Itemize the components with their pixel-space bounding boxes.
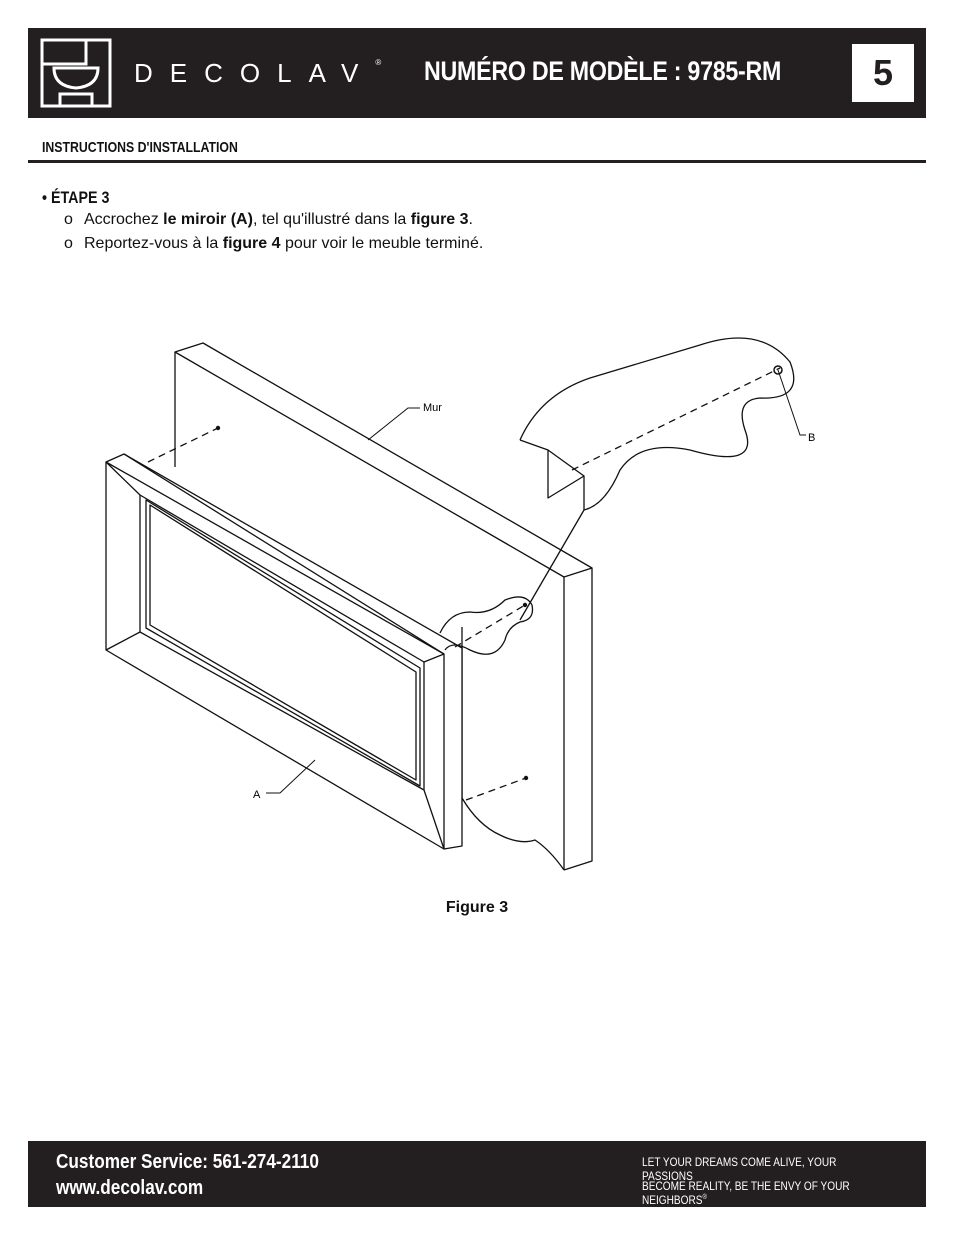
tagline-line-1: LET YOUR DREAMS COME ALIVE, YOUR PASSION… xyxy=(642,1155,837,1183)
part-a-label: A xyxy=(253,789,261,801)
decolav-logo-icon xyxy=(40,38,112,108)
figure-caption: Figure 3 xyxy=(445,899,509,916)
header-bar: DECOLAV® NUMÉRO DE MODÈLE : 9785-RM 5 xyxy=(28,28,926,118)
detail-callout-bubble xyxy=(519,337,795,511)
website-link[interactable]: www.decolav.com xyxy=(56,1177,204,1199)
installation-diagram: Mur A B xyxy=(105,337,815,871)
step-title: • ÉTAPE 3 xyxy=(42,188,110,207)
page-number: 5 xyxy=(852,44,914,102)
wall-label: Mur xyxy=(423,402,442,414)
footer-bar: Customer Service: 561-274-2110 www.decol… xyxy=(28,1141,926,1207)
part-b-label: B xyxy=(808,432,815,444)
bullet: o xyxy=(64,235,73,252)
section-title: INSTRUCTIONS D'INSTALLATION xyxy=(42,139,238,156)
small-callout-bubble xyxy=(439,596,534,655)
tagline-line-2: BECOME REALITY, BE THE ENVY OF YOUR NEIG… xyxy=(642,1179,850,1207)
wall-panel xyxy=(174,342,593,578)
brand-name: DECOLAV® xyxy=(134,58,382,88)
model-title: NUMÉRO DE MODÈLE : 9785-RM xyxy=(424,56,782,86)
bullet: o xyxy=(64,211,73,228)
section-divider xyxy=(28,160,926,163)
customer-service-phone: Customer Service: 561-274-2110 xyxy=(56,1151,319,1173)
